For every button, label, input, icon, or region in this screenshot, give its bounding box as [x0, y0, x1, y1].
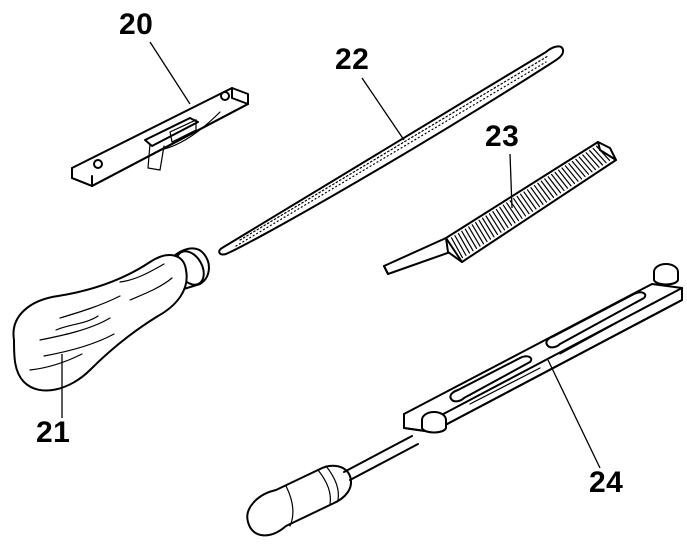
- file-tooth-line: [585, 152, 600, 168]
- file-tooth-line: [516, 195, 530, 215]
- file-tooth-line: [561, 167, 576, 185]
- flat-file-23: [383, 141, 617, 275]
- callout-21: 21: [36, 416, 71, 449]
- file-tooth-line: [461, 230, 474, 252]
- wooden-handle-21: [12, 247, 210, 392]
- file-tooth-line: [492, 211, 506, 231]
- file-tooth-line: [457, 232, 471, 254]
- file-tooth-line: [495, 208, 509, 229]
- file-tooth-line: [540, 180, 555, 199]
- file-tooth-line: [589, 149, 604, 166]
- leader-20: [149, 41, 191, 105]
- file-tooth-line: [592, 147, 607, 164]
- callout-24: 24: [589, 466, 624, 499]
- file-tooth-line: [468, 226, 481, 247]
- filing-gauge-20: [71, 87, 249, 187]
- leader-23: [509, 153, 513, 209]
- file-tooth-line: [544, 178, 558, 196]
- file-tooth-line: [551, 173, 565, 192]
- file-holder-24: [246, 263, 683, 537]
- callout-22: 22: [335, 43, 370, 76]
- file-tooth-line: [537, 182, 551, 201]
- file-tooth-line: [530, 187, 544, 205]
- file-tooth-line: [575, 158, 590, 175]
- gauge-hole-icon: [93, 159, 103, 169]
- file-tooth-line: [523, 191, 537, 210]
- file-tooth-line: [578, 156, 593, 173]
- file-tooth-line: [554, 171, 569, 189]
- file-tooth-line: [485, 215, 499, 236]
- file-tooth-line: [464, 228, 478, 250]
- leader-22: [361, 77, 405, 141]
- callout-20: 20: [119, 8, 154, 41]
- file-tooth-line: [502, 204, 516, 224]
- file-tooth-line: [488, 213, 502, 233]
- file-tooth-line: [475, 221, 488, 243]
- file-tooth-line: [454, 235, 467, 256]
- file-tooth-line: [526, 189, 541, 208]
- file-tooth-line: [519, 193, 534, 212]
- round-file-22: [218, 45, 565, 256]
- file-tooth-line: [564, 165, 579, 182]
- file-tooth-line: [547, 176, 562, 194]
- file-tooth-line: [582, 154, 597, 171]
- file-tooth-line: [533, 184, 548, 203]
- file-tooth-line: [513, 197, 527, 217]
- file-tooth-line: [471, 224, 485, 245]
- file-tooth-line: [571, 160, 586, 178]
- file-tooth-line: [450, 237, 464, 259]
- file-tooth-line: [506, 202, 520, 222]
- file-tooth-line: [478, 219, 492, 240]
- file-tooth-line: [481, 217, 495, 238]
- callout-23: 23: [485, 120, 520, 153]
- gauge-hole-icon: [220, 91, 230, 101]
- file-tooth-line: [557, 169, 572, 187]
- leader-lines: [61, 41, 601, 469]
- leader-24: [547, 359, 601, 469]
- file-tooth-line: [568, 163, 583, 180]
- file-tooth-line: [499, 206, 513, 226]
- file-tooth-line: [595, 145, 611, 161]
